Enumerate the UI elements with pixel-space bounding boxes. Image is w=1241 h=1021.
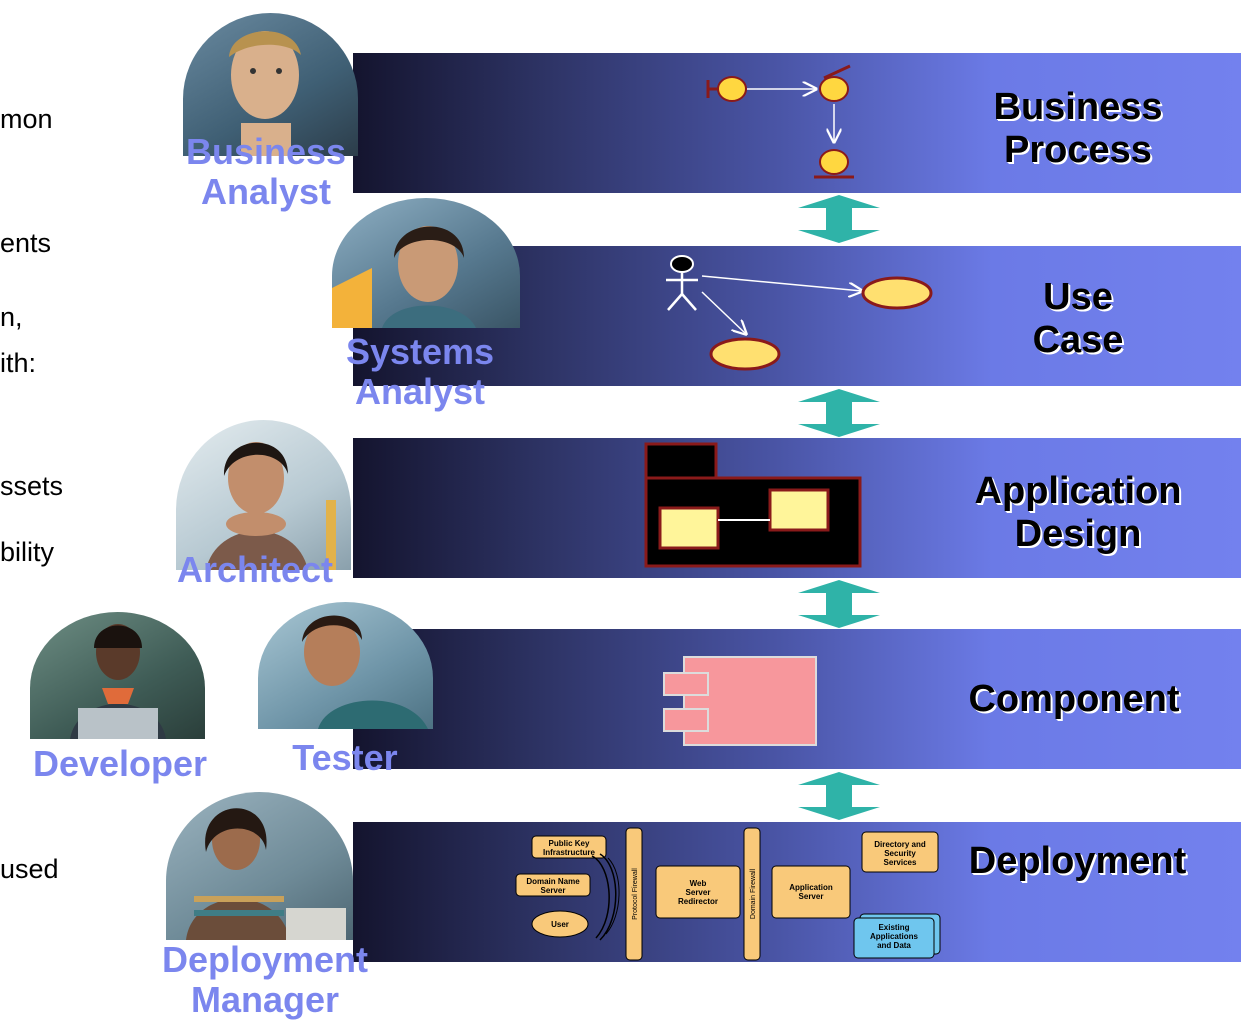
web-server-label: Web — [690, 879, 707, 888]
existing-label-3: and Data — [877, 941, 911, 950]
deployment-manager-portrait — [166, 792, 353, 940]
role-label-tester: Tester — [292, 737, 398, 778]
role-label-architect: Architect — [176, 549, 334, 590]
text-fragment-7: used — [0, 854, 59, 884]
text-fragment-2: ents — [0, 228, 52, 258]
domain-firewall-label: Domain Firewall — [750, 868, 757, 919]
directory-label: Directory and — [874, 840, 926, 849]
app-server-label: Application — [789, 883, 833, 892]
business-analyst-portrait — [183, 13, 358, 156]
directory-label-2: Security — [884, 849, 916, 858]
app-server-label-2: Server — [799, 892, 824, 901]
double-arrow-icon — [798, 580, 880, 628]
developer-portrait — [30, 612, 205, 739]
protocol-firewall-label: Protocol Firewall — [632, 868, 639, 920]
layer-band-business-process — [353, 53, 1241, 193]
use-case-diagram — [666, 255, 933, 371]
web-server-label-2: Server — [686, 888, 711, 897]
application-design-diagram — [644, 442, 862, 568]
existing-label: Existing — [878, 923, 909, 932]
role-label-developer: Developer — [32, 743, 208, 784]
tester-portrait — [258, 602, 433, 729]
text-fragment-3: n, — [0, 302, 23, 332]
systems-analyst-portrait — [332, 198, 520, 328]
domain-name-label-2: Server — [541, 886, 566, 895]
domain-name-label: Domain Name — [526, 877, 580, 886]
text-fragment-6: bility — [0, 537, 55, 567]
public-key-label: Public Key — [549, 839, 590, 848]
layer-label-component: Component — [968, 678, 1180, 720]
text-fragment-4: ith: — [0, 348, 37, 378]
business-process-diagram — [706, 64, 854, 179]
web-server-label-3: Redirector — [678, 897, 718, 906]
public-key-label-2: Infrastructure — [543, 848, 596, 857]
directory-label-3: Services — [884, 858, 917, 867]
existing-label-2: Applications — [870, 932, 919, 941]
user-label: User — [551, 920, 569, 929]
double-arrow-icon — [798, 195, 880, 243]
component-diagram — [663, 656, 817, 746]
double-arrow-icon — [798, 389, 880, 437]
double-arrow-icon — [798, 772, 880, 820]
deployment-diagram: Public Key Infrastructure Domain Name Se… — [515, 827, 941, 961]
layer-label-deployment: Deployment — [968, 840, 1187, 882]
architect-portrait — [176, 420, 351, 570]
text-fragment-5: ssets — [0, 471, 64, 501]
text-fragment-1: mon — [0, 104, 53, 134]
